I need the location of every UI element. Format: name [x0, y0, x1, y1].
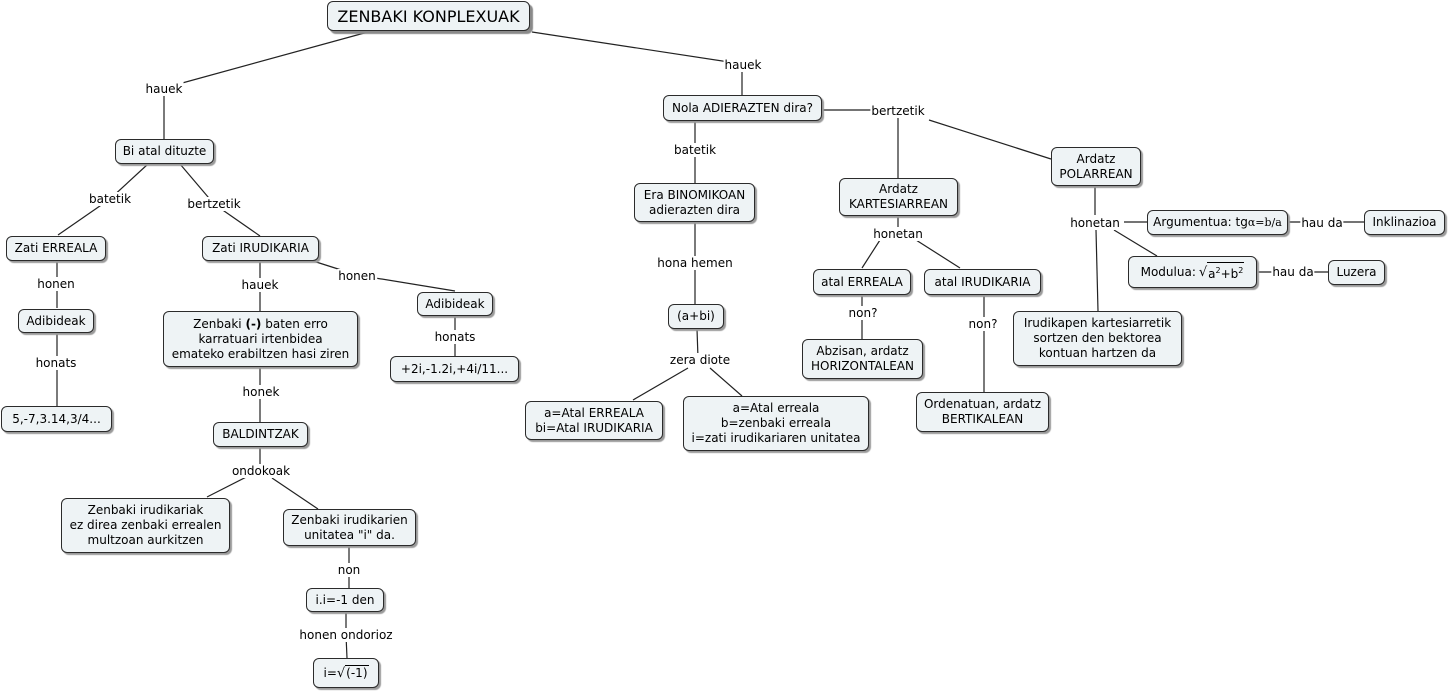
i-radicand: (-1) [345, 665, 369, 680]
node-abi-explain-2: a=Atal erreala b=zenbaki erreala i=zati … [683, 396, 869, 451]
polar-line-1: Ardatz [1076, 151, 1116, 166]
cond2-line-2: unitatea "i" da. [304, 527, 395, 542]
node-i-sqrt: i=√(-1) [313, 658, 379, 688]
ordenatuan-line-1: Ordenatuan, ardatz [923, 397, 1042, 411]
node-zati-erreala: Zati ERREALA [6, 236, 106, 261]
link-label-honats-real: honats [34, 356, 78, 370]
link-label-hau-da-mod: hau da [1271, 265, 1315, 279]
link-label-ondokoak: ondokoak [230, 464, 292, 478]
node-adibideak-imag: Adibideak [417, 292, 493, 316]
binom-line-2: adierazten dira [648, 202, 741, 217]
node-examples-real: 5,-7,3.14,3/4... [1, 406, 112, 432]
mod-a: a [1208, 267, 1216, 281]
usage-text-a: Zenbaki [193, 316, 246, 331]
abi-exp1-line-1: a=Atal ERREALA [544, 405, 644, 420]
link-label-batetik-left: batetik [87, 192, 133, 206]
usage-line-2: karratuari irtenbidea [198, 331, 323, 346]
mod-radicand: a2+b2 [1207, 262, 1245, 282]
irud-line-3: kontuan hartzen da [1038, 346, 1157, 360]
mod-label: Modulua: [1140, 264, 1196, 279]
link-label-hona-hemen: hona hemen [656, 256, 734, 270]
node-abi: (a+bi) [668, 304, 724, 329]
link-label-hauek-imag: hauek [240, 278, 280, 292]
root-node: ZENBAKI KONPLEXUAK [327, 1, 530, 31]
abzisan-line-1: Abzisan, ardatz [816, 344, 909, 358]
ordenatuan-line-2: BERTIKALEAN [941, 412, 1024, 426]
abi-exp1-line-2: bi=Atal IRUDIKARIA [535, 420, 653, 435]
node-adibideak-real: Adibideak [18, 309, 94, 333]
node-atal-erreala: atal ERREALA [813, 269, 911, 295]
node-atal-irudikaria: atal IRUDIKARIA [924, 269, 1041, 295]
link-label-bertzetik-right: bertzetik [870, 104, 926, 118]
node-condition-2: Zenbaki irudikarien unitatea "i" da. [283, 509, 416, 546]
link-label-honen-ondorioz: honen ondorioz [298, 628, 394, 642]
node-nola: Nola ADIERAZTEN dira? [663, 95, 822, 121]
node-baldintzak: BALDINTZAK [213, 422, 308, 447]
link-label-non-imag: non? [967, 317, 999, 331]
link-label-hau-da-arg: hau da [1300, 216, 1344, 230]
node-bi-atal: Bi atal dituzte [115, 139, 214, 164]
mod-sup-a: 2 [1215, 266, 1221, 275]
sqrt-icon: √ [1198, 264, 1208, 280]
binom-line-1: Era BINOMIKOAN [643, 187, 746, 202]
cond1-line-2: ez direa zenbaki errealen [69, 518, 222, 532]
node-abi-explain-1: a=Atal ERREALA bi=Atal IRUDIKARIA [525, 401, 663, 440]
node-modulua: Modulua: √ a2+b2 [1128, 256, 1257, 288]
abi-exp2-line-1: a=Atal erreala [732, 401, 820, 415]
node-zati-irudikaria: Zati IRUDIKARIA [202, 236, 319, 261]
link-label-bertzetik-left: bertzetik [186, 197, 242, 211]
mod-plus-b: +b [1220, 267, 1239, 281]
cond1-line-3: multzoan aurkitzen [87, 533, 204, 547]
node-binomikoa: Era BINOMIKOAN adierazten dira [634, 183, 755, 222]
usage-line-3: emateko erabiltzen hasi ziren [171, 346, 350, 361]
usage-text-minus: (-) [245, 316, 262, 331]
link-label-honen-imag: honen [337, 269, 377, 283]
usage-text-c: baten erro [261, 316, 328, 331]
node-irudikapen: Irudikapen kartesiarretik sortzen den be… [1013, 311, 1182, 366]
link-label-honetan-cart: honetan [872, 227, 924, 241]
node-abzisan: Abzisan, ardatz HORIZONTALEAN [802, 339, 923, 379]
link-label-hauek-left: hauek [144, 82, 184, 96]
cart-line-1: Ardatz [879, 182, 918, 196]
i-equals: i= [323, 665, 337, 680]
node-polarra: Ardatz POLARREAN [1051, 147, 1141, 186]
cond2-line-1: Zenbaki irudikarien [291, 512, 408, 527]
sqrt-icon: √ [336, 665, 346, 681]
node-luzera: Luzera [1328, 260, 1385, 285]
polar-line-2: POLARREAN [1059, 166, 1133, 181]
node-condition-1: Zenbaki irudikariak ez direa zenbaki err… [61, 498, 230, 553]
link-label-honats-imag: honats [433, 330, 477, 344]
link-label-batetik-right: batetik [672, 143, 718, 157]
link-label-non-cond: non [336, 563, 362, 577]
arg-label: Argumentua: tg [1153, 215, 1248, 229]
irud-line-1: Irudikapen kartesiarretik [1023, 316, 1172, 330]
node-ii: i.i=-1 den [306, 588, 384, 612]
abi-exp2-line-2: b=zenbaki erreala [720, 416, 832, 430]
cart-line-2: KARTESIARREAN [848, 197, 949, 211]
abzisan-line-2: HORIZONTALEAN [810, 359, 915, 373]
link-label-honen-real: honen [36, 277, 76, 291]
link-label-honetan-polar: honetan [1069, 216, 1121, 230]
link-label-zera-diote: zera diote [668, 353, 732, 367]
mod-sup-b: 2 [1238, 266, 1244, 275]
node-kartesiarra: Ardatz KARTESIARREAN [839, 178, 958, 216]
node-ordenatuan: Ordenatuan, ardatz BERTIKALEAN [916, 392, 1049, 432]
node-inklinazioa: Inklinazioa [1364, 210, 1445, 235]
node-examples-imag: +2i,-1.2i,+4i/11... [390, 356, 519, 382]
node-usage: Zenbaki (-) baten erro karratuari irtenb… [163, 311, 358, 367]
link-label-non-real: non? [847, 306, 879, 320]
cond1-line-1: Zenbaki irudikariak [87, 503, 204, 517]
irud-line-2: sortzen den bektorea [1033, 331, 1162, 345]
link-label-honek: honek [241, 385, 281, 399]
arg-formula: α=b/a [1247, 216, 1282, 229]
link-label-hauek-right: hauek [723, 58, 763, 72]
abi-exp2-line-3: i=zati irudikariaren unitatea [691, 431, 861, 445]
